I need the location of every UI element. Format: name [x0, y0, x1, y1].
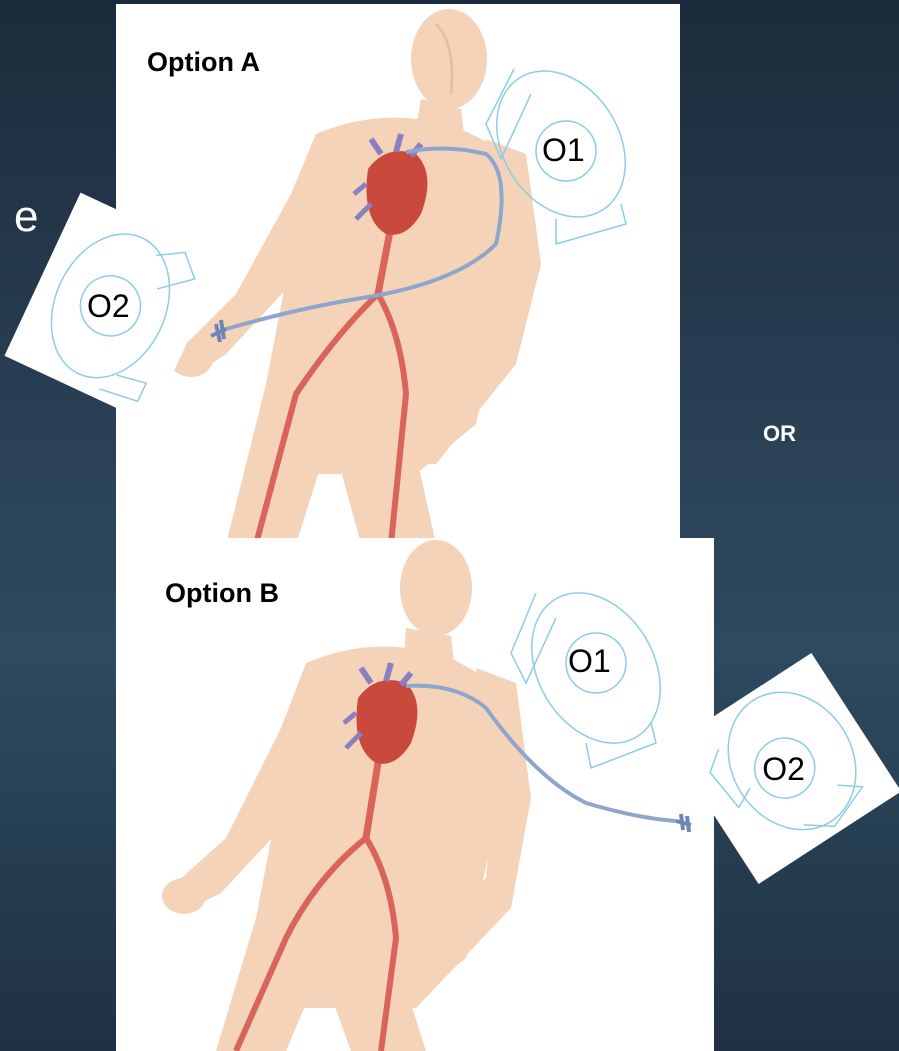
catheter-hub: [676, 814, 691, 832]
head: [411, 9, 487, 109]
option-b-panel: Option B O1: [116, 538, 714, 1051]
option-b-o1-label: O1: [568, 643, 611, 680]
right-hand: [162, 878, 206, 914]
option-a-o2-label: O2: [87, 288, 130, 325]
option-b-title: Option B: [165, 578, 279, 609]
partial-background-text: e: [14, 192, 38, 242]
option-a-o1-label: O1: [542, 132, 585, 169]
or-separator: OR: [763, 421, 796, 447]
body-figure: [162, 540, 531, 1051]
option-b-o2-label: O2: [762, 751, 805, 788]
head: [400, 540, 472, 636]
option-b-illustration: [116, 538, 714, 1051]
option-a-title: Option A: [147, 47, 260, 78]
body-figure: [169, 9, 541, 544]
